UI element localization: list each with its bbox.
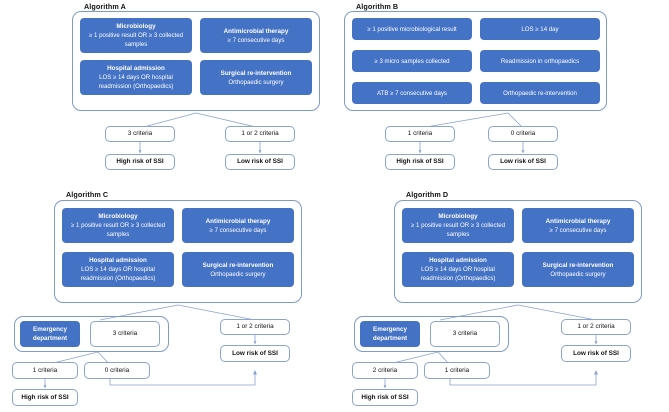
criterion-detail: Readmission in orthopaedics (500, 57, 580, 65)
algorithm-b-criterion-positive-micro-result[interactable]: ≥ 1 positive microbiological result (352, 18, 472, 40)
algorithm-d-outcome-low[interactable]: Low risk of SSI (561, 345, 631, 362)
criterion-detail: ≥ 3 micro samples collected (374, 57, 450, 65)
criterion-detail: LOS ≥ 14 day (521, 25, 559, 33)
criterion-heading: Surgical re-intervention (220, 69, 292, 77)
algorithm-c-emergency-department[interactable]: Emergency department (20, 321, 80, 347)
criterion-detail: LOS ≥ 14 days OR hospital readmission (O… (80, 266, 156, 282)
algorithm-b-condition-high[interactable]: 1 criteria (385, 126, 455, 142)
criterion-detail: ≥ 7 consecutive days (227, 36, 285, 44)
algorithm-d-outcome-high[interactable]: High risk of SSI (352, 389, 418, 406)
criterion-heading: Antimicrobial therapy (223, 27, 289, 35)
algorithm-c-criterion-surgical-reintervention[interactable]: Surgical re-intervention Orthopaedic sur… (182, 252, 294, 287)
criterion-detail: Orthopaedic surgery (550, 270, 606, 278)
criterion-heading: Hospital admission (107, 65, 165, 72)
algorithm-c-criterion-hospital-admission[interactable]: Hospital admission LOS ≥ 14 days OR hosp… (62, 252, 174, 287)
algorithm-c-criterion-antimicrobial[interactable]: Antimicrobial therapy ≥ 7 consecutive da… (182, 208, 294, 243)
algorithm-d-title: Algorithm D (406, 190, 449, 199)
algorithm-c-outcome-low[interactable]: Low risk of SSI (220, 345, 290, 362)
algorithm-a-criterion-antimicrobial[interactable]: Antimicrobial therapy ≥ 7 consecutive da… (200, 18, 312, 53)
algorithm-b-title: Algorithm B (356, 2, 399, 11)
criterion-detail: Orthopaedic surgery (228, 78, 284, 86)
criterion-heading: Hospital admission (89, 257, 147, 264)
algorithm-d-emergency-department[interactable]: Emergency department (360, 321, 420, 347)
algorithm-c-stage2-group (14, 316, 169, 352)
algorithm-b-outcome-low[interactable]: Low risk of SSI (488, 154, 558, 170)
algorithm-b-criterion-readmission[interactable]: Readmission in orthopaedics (480, 50, 600, 72)
criterion-heading: Surgical re-intervention (542, 261, 614, 269)
criterion-heading: Microbiology (116, 23, 156, 30)
criterion-detail: ATB ≥ 7 consecutive days (377, 89, 447, 97)
algorithm-a-condition-high[interactable]: 3 criteria (105, 126, 175, 142)
algorithm-b-criterion-los[interactable]: LOS ≥ 14 day (480, 18, 600, 40)
criterion-detail: LOS ≥ 14 days OR hospital readmission (O… (420, 266, 496, 282)
algorithm-b-criterion-reintervention[interactable]: Orthopaedic re-intervention (480, 82, 600, 104)
emergency-department-line1: Emergency (373, 326, 407, 333)
criterion-heading: Antimicrobial therapy (205, 217, 271, 225)
algorithm-d-criterion-surgical-reintervention[interactable]: Surgical re-intervention Orthopaedic sur… (522, 252, 634, 287)
algorithm-a-condition-low[interactable]: 1 or 2 criteria (225, 126, 295, 142)
criterion-detail: ≥ 7 consecutive days (549, 226, 607, 234)
algorithm-a-outcome-low[interactable]: Low risk of SSI (225, 154, 295, 170)
criterion-detail: Orthopaedic surgery (210, 270, 266, 278)
algorithm-c-condition-1-or-2-criteria[interactable]: 1 or 2 criteria (220, 319, 290, 335)
algorithm-b-criteria-group (344, 11, 607, 111)
emergency-department-line2: department (32, 335, 68, 342)
algorithm-b-criterion-atb[interactable]: ATB ≥ 7 consecutive days (352, 82, 472, 104)
criterion-detail: ≥ 7 consecutive days (209, 226, 267, 234)
criterion-detail: ≥ 1 positive result OR ≥ 3 collected sam… (410, 222, 506, 238)
criterion-detail: ≥ 1 positive result OR ≥ 3 collected sam… (88, 32, 184, 48)
algorithm-a-title: Algorithm A (84, 2, 126, 11)
criterion-heading: Antimicrobial therapy (545, 217, 611, 225)
algorithm-c-condition-1-criteria[interactable]: 1 criteria (12, 362, 78, 379)
algorithm-a-outcome-high[interactable]: High risk of SSI (105, 154, 175, 170)
algorithm-c-condition-0-criteria[interactable]: 0 criteria (84, 362, 150, 379)
criterion-heading: Microbiology (438, 213, 478, 220)
algorithm-a-criterion-hospital-admission[interactable]: Hospital admission LOS ≥ 14 days OR hosp… (80, 60, 192, 95)
criterion-detail: LOS ≥ 14 days OR hospital readmission (O… (98, 74, 174, 90)
emergency-department-line1: Emergency (33, 326, 67, 333)
emergency-department-line2: department (372, 335, 408, 342)
algorithm-d-condition-1-criteria[interactable]: 1 criteria (424, 362, 490, 379)
criterion-heading: Microbiology (98, 213, 138, 220)
algorithm-c-criteria-group (54, 200, 302, 303)
criterion-detail: ≥ 1 positive result OR ≥ 3 collected sam… (70, 222, 166, 238)
criterion-detail: Orthopaedic re-intervention (503, 89, 577, 97)
algorithm-d-condition-2-criteria[interactable]: 2 criteria (352, 362, 418, 379)
algorithm-b-condition-low[interactable]: 0 criteria (488, 126, 558, 142)
algorithm-c-title: Algorithm C (66, 190, 109, 199)
algorithm-d-criterion-microbiology[interactable]: Microbiology ≥ 1 positive result OR ≥ 3 … (402, 208, 514, 243)
algorithm-c-condition-3-criteria[interactable]: 3 criteria (90, 321, 160, 347)
algorithm-d-criterion-antimicrobial[interactable]: Antimicrobial therapy ≥ 7 consecutive da… (522, 208, 634, 243)
criterion-detail: ≥ 1 positive microbiological result (367, 25, 457, 33)
algorithm-b-outcome-high[interactable]: High risk of SSI (385, 154, 455, 170)
algorithm-a-criteria-group (72, 11, 320, 111)
criterion-heading: Hospital admission (429, 257, 487, 264)
algorithm-a-criterion-surgical-reintervention[interactable]: Surgical re-intervention Orthopaedic sur… (200, 60, 312, 95)
algorithm-d-condition-3-criteria[interactable]: 3 criteria (430, 321, 500, 347)
algorithm-d-criteria-group (394, 200, 642, 303)
criterion-heading: Surgical re-intervention (202, 261, 274, 269)
algorithm-c-outcome-high[interactable]: High risk of SSI (12, 389, 78, 406)
algorithm-d-condition-1-or-2-criteria[interactable]: 1 or 2 criteria (561, 319, 631, 335)
algorithm-c-criterion-microbiology[interactable]: Microbiology ≥ 1 positive result OR ≥ 3 … (62, 208, 174, 243)
algorithm-d-stage2-group (354, 316, 509, 352)
algorithm-d-criterion-hospital-admission[interactable]: Hospital admission LOS ≥ 14 days OR hosp… (402, 252, 514, 287)
algorithm-a-criterion-microbiology[interactable]: Microbiology ≥ 1 positive result OR ≥ 3 … (80, 18, 192, 53)
algorithm-b-criterion-micro-samples[interactable]: ≥ 3 micro samples collected (352, 50, 472, 72)
